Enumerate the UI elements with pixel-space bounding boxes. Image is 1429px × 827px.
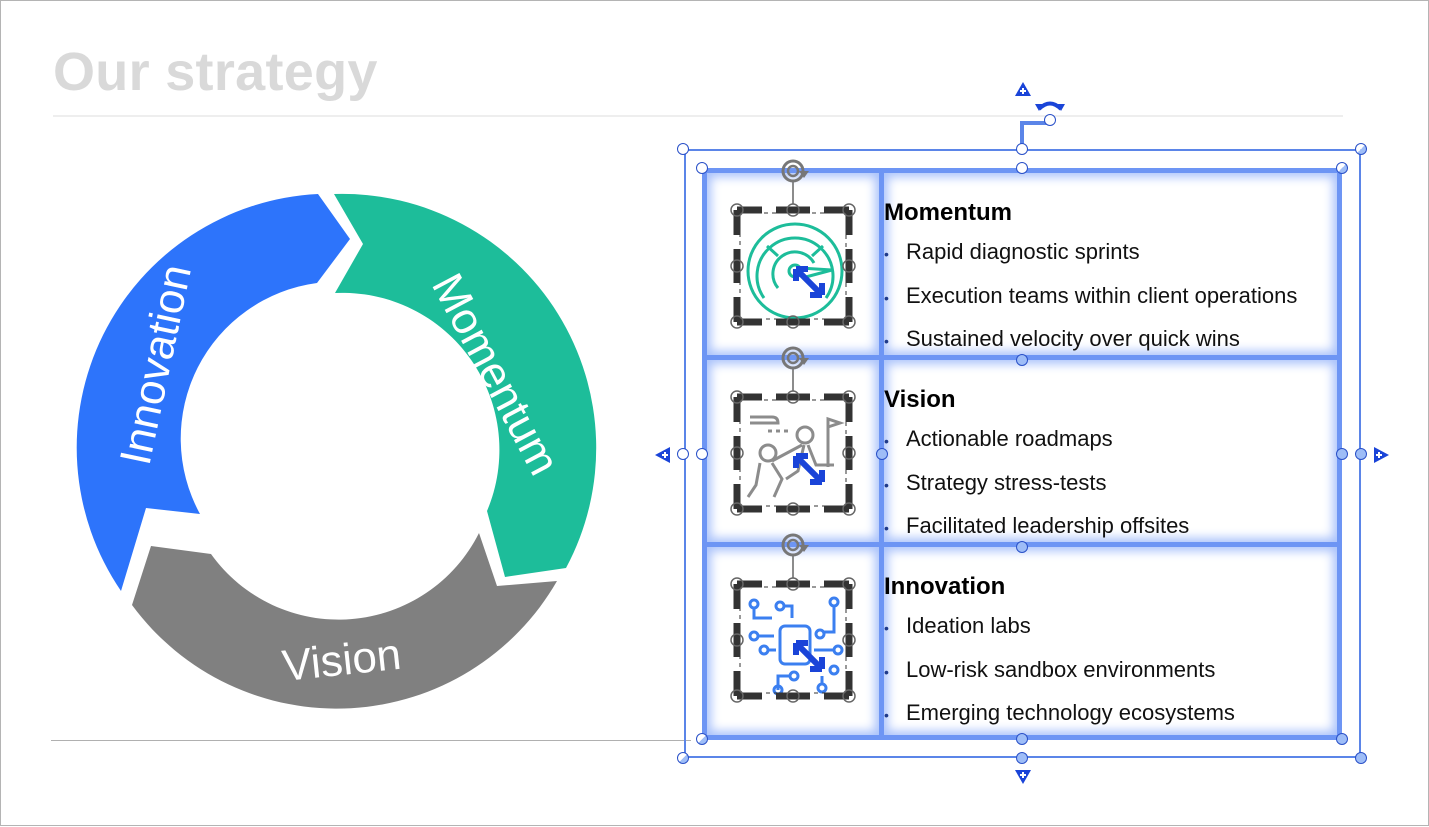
icon-cell-vision[interactable] (702, 355, 884, 547)
resize-handle-table-tr[interactable] (1336, 162, 1348, 174)
strategy-table[interactable]: Momentum •Rapid diagnostic sprints •Exec… (702, 168, 1342, 740)
bullet-item: •Actionable roadmaps (884, 426, 1113, 451)
bullet-item: •Emerging technology ecosystems (884, 700, 1235, 725)
bullet-item: •Low-risk sandbox environments (884, 656, 1216, 682)
bullet-glyph: • (884, 246, 889, 262)
resize-handle-outer-bottom[interactable] (1016, 752, 1028, 764)
bullet-glyph: • (884, 433, 889, 449)
bullet-glyph: • (884, 707, 889, 723)
bullet-item: •Facilitated leadership offsites (884, 513, 1190, 538)
resize-handle-table-right[interactable] (1336, 448, 1348, 460)
resize-handle-outer-bl[interactable] (677, 752, 689, 764)
text-cell-innovation[interactable]: Innovation •Ideation labs •Low-risk sand… (879, 542, 1342, 740)
icon-cell-momentum[interactable] (702, 168, 884, 360)
rotate-arc-icon[interactable] (1035, 98, 1065, 112)
bullet-item: •Sustained velocity over quick wins (884, 326, 1240, 351)
rotate-connector (1020, 121, 1049, 149)
circuit-chip-icon[interactable] (742, 592, 848, 698)
cycle-segment-innovation[interactable] (76, 194, 351, 591)
bullet-glyph: • (884, 476, 889, 493)
extend-up-icon[interactable] (1014, 81, 1032, 97)
cycle-diagram[interactable]: Momentum Vision Innovation (1, 1, 701, 761)
speedometer-icon[interactable] (742, 218, 848, 324)
bullet-item: •Ideation labs (884, 613, 1031, 638)
resize-handle-table-bottom[interactable] (1016, 733, 1028, 745)
slide-title[interactable]: Our strategy (53, 42, 378, 102)
cycle-segment-momentum[interactable] (334, 193, 597, 577)
footer-divider (51, 740, 691, 741)
resize-handle-table-br[interactable] (1336, 733, 1348, 745)
resize-handle-outer-tr[interactable] (1355, 143, 1367, 155)
bullet-list-vision: •Actionable roadmaps •Strategy stress-te… (884, 426, 1189, 557)
row-title-momentum: Momentum (884, 199, 1012, 226)
resize-handle-outer-left[interactable] (677, 448, 689, 460)
bullet-glyph: • (884, 289, 889, 306)
title-divider (53, 115, 1343, 117)
bullet-item: •Strategy stress-tests (884, 469, 1107, 495)
resize-handle-outer-tl[interactable] (677, 143, 689, 155)
bullet-item: •Rapid diagnostic sprints (884, 239, 1140, 264)
cell-handle-col-divider[interactable] (876, 448, 888, 460)
bullet-list-momentum: •Rapid diagnostic sprints •Execution tea… (884, 239, 1297, 370)
resize-handle-table-left[interactable] (696, 448, 708, 460)
text-cell-vision[interactable]: Vision •Actionable roadmaps •Strategy st… (879, 355, 1342, 547)
resize-handle-table-top[interactable] (1016, 162, 1028, 174)
resize-handle-outer-br[interactable] (1355, 752, 1367, 764)
resize-handle-table-bl[interactable] (696, 733, 708, 745)
extend-down-icon[interactable] (1014, 769, 1032, 785)
climbing-team-icon[interactable] (742, 405, 848, 511)
icon-cell-innovation[interactable] (702, 542, 884, 740)
bullet-glyph: • (884, 520, 889, 536)
bullet-glyph: • (884, 620, 889, 636)
cycle-segment-vision[interactable] (132, 533, 557, 709)
resize-handle-table-tl[interactable] (696, 162, 708, 174)
cell-handle-row2-bottom[interactable] (1016, 541, 1028, 553)
resize-handle-outer-right[interactable] (1355, 448, 1367, 460)
row-title-vision: Vision (884, 386, 956, 413)
bullet-list-innovation: •Ideation labs •Low-risk sandbox environ… (884, 613, 1235, 744)
bullet-glyph: • (884, 663, 889, 680)
extend-right-icon[interactable] (1373, 446, 1390, 464)
text-cell-momentum[interactable]: Momentum •Rapid diagnostic sprints •Exec… (879, 168, 1342, 360)
row-title-innovation: Innovation (884, 573, 1006, 600)
resize-handle-outer-top[interactable] (1016, 143, 1028, 155)
bullet-glyph: • (884, 333, 889, 349)
extend-left-icon[interactable] (654, 446, 671, 464)
bullet-item: •Execution teams within client operation… (884, 282, 1298, 308)
rotate-handle[interactable] (1044, 114, 1056, 126)
cell-handle-row1-bottom[interactable] (1016, 354, 1028, 366)
